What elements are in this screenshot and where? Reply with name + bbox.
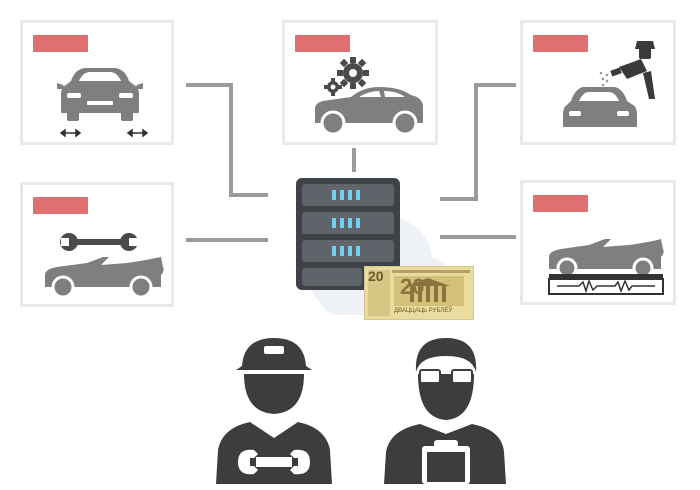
card-tag — [33, 35, 88, 52]
card-diagnostics[interactable] — [520, 180, 676, 305]
banknote-icon: 20 20 ДВАЦЦАЦЬ РУБЛЁЎ — [364, 266, 474, 320]
connector-paint-spray — [440, 83, 516, 201]
card-wheel-alignment[interactable] — [20, 20, 174, 145]
card-tag — [533, 35, 588, 52]
banknote-large-denomination: 20 — [400, 274, 425, 299]
card-engine-service[interactable] — [282, 20, 438, 145]
car-gears-icon — [315, 57, 423, 136]
manager-with-clipboard-icon — [384, 338, 506, 484]
car-front-wheel-alignment-icon — [57, 68, 149, 138]
card-convertible-repair[interactable] — [20, 182, 174, 307]
convertible-diagnostic-stand-icon — [548, 239, 664, 295]
card-tag — [533, 195, 588, 212]
banknote-denomination: 20 — [368, 268, 384, 284]
server-rack-icon — [296, 178, 400, 290]
car-spray-gun-icon — [563, 41, 655, 127]
mechanic-with-wrench-icon — [216, 338, 332, 484]
card-tag — [295, 35, 350, 52]
card-paint-spray[interactable] — [520, 20, 676, 145]
convertible-wrench-icon — [45, 233, 164, 299]
card-tag — [33, 197, 88, 214]
banknote-caption: ДВАЦЦАЦЬ РУБЛЁЎ — [394, 308, 453, 314]
connector-wheel-alignment — [186, 83, 268, 197]
